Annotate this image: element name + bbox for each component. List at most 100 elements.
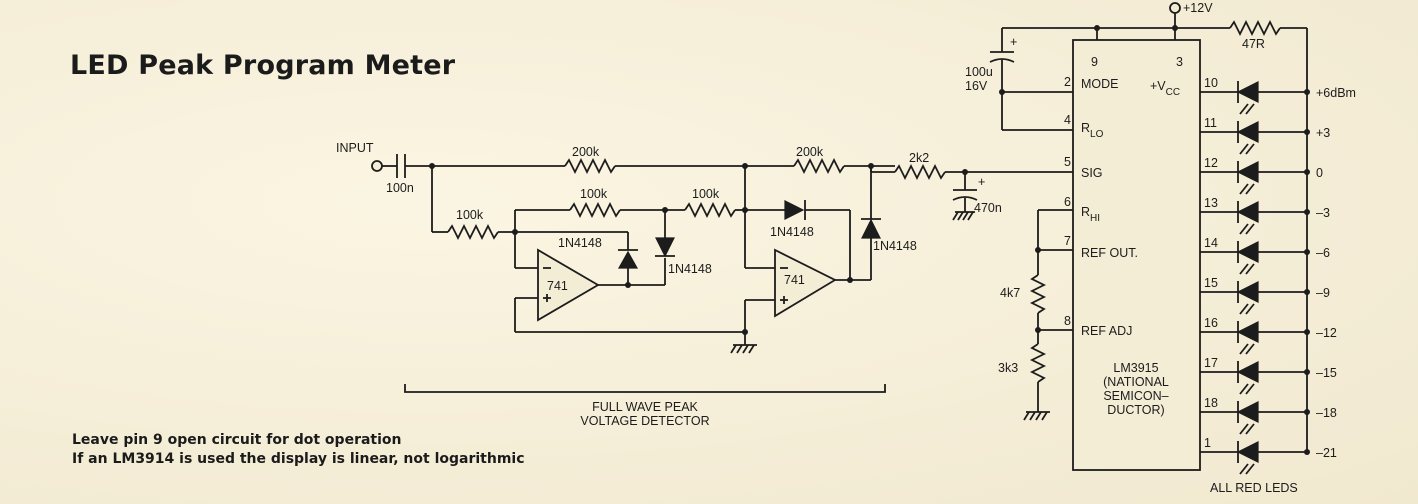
ic-output-pin: 12	[1204, 156, 1218, 170]
r-4k7-label: 4k7	[1000, 286, 1020, 300]
led-output-row: 14–6	[1200, 236, 1330, 275]
c-100u-plus: +	[1010, 35, 1017, 49]
ic-output-pin: 14	[1204, 236, 1218, 250]
component-labels: INPUT 100n 200k 200k 2k2 470n 100k 100k …	[336, 1, 1298, 495]
red-led	[1236, 281, 1259, 303]
red-led	[1236, 121, 1259, 143]
light-arrow	[1245, 383, 1255, 395]
light-arrow	[1245, 343, 1255, 355]
resistor-100k-feedback	[569, 201, 621, 219]
light-arrow	[1239, 303, 1249, 315]
op-amp-1	[537, 248, 600, 322]
d1-label: 1N4148	[558, 236, 602, 250]
light-arrow	[1245, 423, 1255, 435]
led-output-row: 16–12	[1200, 316, 1337, 355]
led-output-row: 1–21	[1200, 436, 1337, 475]
light-arrow	[1245, 143, 1255, 155]
light-arrow	[1239, 343, 1249, 355]
opamp1-label: 741	[547, 279, 568, 293]
ic-rhi-label: RHI	[1081, 205, 1100, 224]
ic-name-line4: DUCTOR)	[1107, 403, 1164, 417]
op-amp-2	[774, 248, 837, 318]
red-led	[1236, 361, 1259, 383]
level-label: –9	[1316, 286, 1330, 300]
ic-name-line2: (NATIONAL	[1103, 375, 1169, 389]
r-100k-mid-label: 100k	[692, 187, 720, 201]
light-arrow	[1239, 463, 1249, 475]
level-label: +3	[1316, 126, 1330, 140]
light-arrow	[1245, 263, 1255, 275]
junction-dot	[1304, 209, 1310, 215]
junction-dot	[1304, 249, 1310, 255]
red-led	[1236, 401, 1259, 423]
junction-dot	[1304, 289, 1310, 295]
red-led	[1236, 81, 1259, 103]
level-label: –18	[1316, 406, 1337, 420]
light-arrow	[1239, 423, 1249, 435]
ic-output-pin: 10	[1204, 76, 1218, 90]
junction-dot	[1304, 169, 1310, 175]
light-arrow	[1245, 103, 1255, 115]
resistor-100k-mid	[684, 201, 736, 219]
ic-pin-4: 4	[1064, 113, 1071, 127]
d3-label: 1N4148	[770, 225, 814, 239]
ic-output-pin: 15	[1204, 276, 1218, 290]
lm3915-ic	[1072, 39, 1201, 471]
all-red-leds-label: ALL RED LEDS	[1210, 481, 1298, 495]
supply-label: +12V	[1183, 1, 1213, 15]
ic-sig-label: SIG	[1081, 166, 1103, 180]
resistor-100k-input	[447, 223, 499, 241]
led-ladder: 10+6dBm11+312013–314–615–916–1217–1518–1…	[1200, 76, 1356, 475]
detector-label-line2: VOLTAGE DETECTOR	[580, 414, 709, 428]
ic-vcc-label: +VCC	[1150, 79, 1180, 98]
level-label: –3	[1316, 206, 1330, 220]
r-200k-a-label: 200k	[572, 145, 600, 159]
junction-dot	[1304, 449, 1310, 455]
ic-output-pin: 17	[1204, 356, 1218, 370]
r-100k-fb-label: 100k	[580, 187, 608, 201]
light-arrow	[1245, 303, 1255, 315]
c-470n-label: 470n	[974, 201, 1002, 215]
junction-dot	[1304, 369, 1310, 375]
first-rectifier-stage	[431, 166, 745, 333]
ic-pin-6: 6	[1064, 195, 1071, 209]
level-label: –15	[1316, 366, 1337, 380]
ic-pin-8: 8	[1064, 314, 1071, 328]
light-arrow	[1245, 223, 1255, 235]
input-stage	[371, 154, 1073, 221]
light-arrow	[1245, 183, 1255, 195]
c-100u-label: 100u	[965, 65, 993, 79]
ic-name-line3: SEMICON–	[1103, 389, 1168, 403]
ic-pin-7: 7	[1064, 234, 1071, 248]
light-arrow	[1239, 143, 1249, 155]
led-output-row: 120	[1200, 156, 1323, 195]
r-100k-in-label: 100k	[456, 208, 484, 222]
c-470n-plus: +	[978, 175, 985, 189]
light-arrow	[1239, 183, 1249, 195]
supply-terminal	[1169, 2, 1181, 14]
diode-d2	[655, 237, 675, 258]
light-arrow	[1239, 103, 1249, 115]
ic-output-pin: 1	[1204, 436, 1211, 450]
input-terminal	[371, 160, 383, 172]
second-rectifier-stage	[730, 163, 881, 354]
c-16v-label: 16V	[965, 79, 988, 93]
input-label: INPUT	[336, 141, 374, 155]
led-output-row: 10 +6dBm	[1200, 76, 1356, 115]
resistor-3k3	[1029, 343, 1047, 383]
light-arrow	[1239, 263, 1249, 275]
led-output-row: 18–18	[1200, 396, 1337, 435]
diode-d1	[617, 250, 639, 269]
ic-rlo-label: RLO	[1081, 121, 1104, 140]
ic-output-pin: 13	[1204, 196, 1218, 210]
r-3k3-label: 3k3	[998, 361, 1018, 375]
ic-pin-2: 2	[1064, 75, 1071, 89]
ic-ref-out-label: REF OUT.	[1081, 246, 1138, 260]
r-47r-label: 47R	[1242, 37, 1265, 51]
red-led	[1236, 241, 1259, 263]
ic-output-pin: 16	[1204, 316, 1218, 330]
d2-label: 1N4148	[668, 262, 712, 276]
level-label: +6dBm	[1316, 86, 1356, 100]
led-output-row: 15 –9	[1200, 276, 1330, 315]
